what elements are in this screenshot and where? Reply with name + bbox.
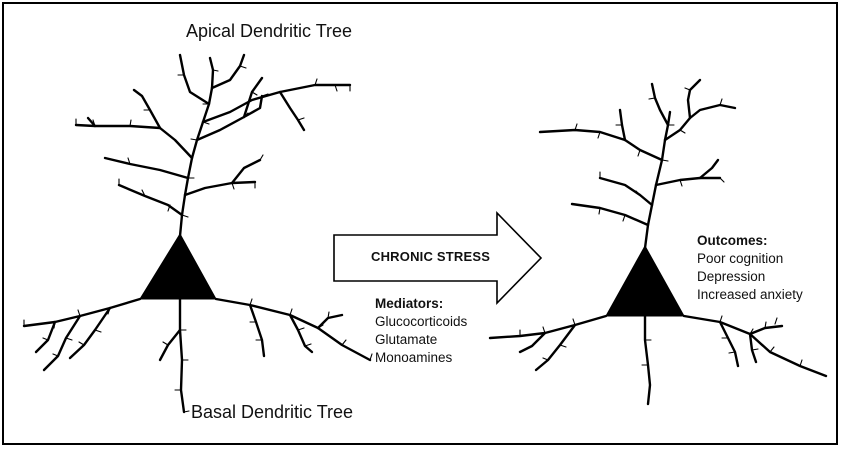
mediator-item: Glutamate xyxy=(375,331,467,349)
stressed-basal-dendrites xyxy=(490,316,826,404)
mediator-item: Glucocorticoids xyxy=(375,313,467,331)
healthy-spines xyxy=(24,66,372,412)
mediators-block: Mediators: Glucocorticoids Glutamate Mon… xyxy=(375,295,467,367)
stressed-soma xyxy=(606,246,684,316)
outcome-item: Increased anxiety xyxy=(697,286,803,304)
basal-tree-label: Basal Dendritic Tree xyxy=(191,402,353,423)
apical-tree-label: Apical Dendritic Tree xyxy=(186,21,352,42)
chronic-stress-label: CHRONIC STRESS xyxy=(371,249,490,264)
outcomes-block: Outcomes: Poor cognition Depression Incr… xyxy=(697,232,803,304)
outcome-item: Poor cognition xyxy=(697,250,803,268)
stressed-apical-dendrites xyxy=(540,80,735,248)
healthy-apical-dendrites xyxy=(76,55,350,236)
outcome-item: Depression xyxy=(697,268,803,286)
outcomes-heading: Outcomes: xyxy=(697,232,803,250)
healthy-neuron xyxy=(24,55,372,412)
healthy-soma xyxy=(140,234,216,299)
mediator-item: Monoamines xyxy=(375,349,467,367)
mediators-heading: Mediators: xyxy=(375,295,467,313)
healthy-basal-dendrites xyxy=(24,299,370,412)
